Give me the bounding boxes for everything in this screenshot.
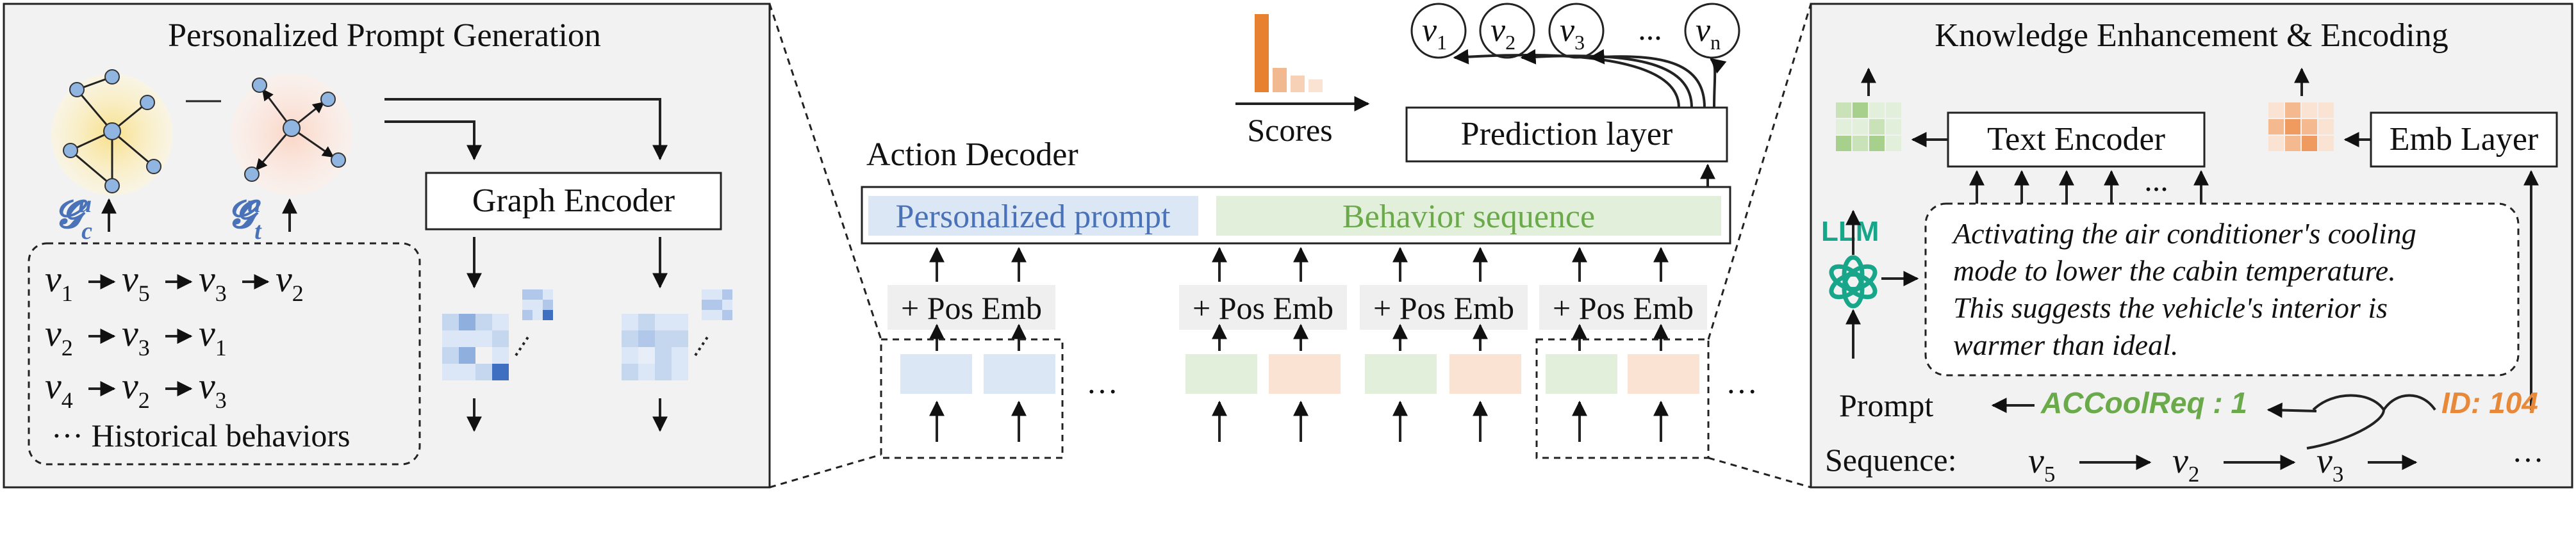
pos-emb-label: + Pos Emb [901, 290, 1042, 326]
output-node: vn [1684, 3, 1740, 59]
history-node: v1 [199, 313, 227, 361]
sequence-label: Sequence: [1825, 442, 1956, 478]
history-node: v1 [45, 258, 73, 306]
sequence-node: v5 [2028, 441, 2055, 487]
pos-emb-box [1360, 285, 1528, 330]
graph-t-icon [231, 74, 352, 195]
pos-emb-box [1179, 285, 1347, 330]
prediction-layer-box [1405, 106, 1728, 163]
output-node: ... [1638, 11, 1662, 47]
graph-encoder-box [425, 172, 722, 231]
right-panel: Knowledge Enhancement & Encoding Text En… [1810, 3, 2573, 489]
history-node: v4 [45, 365, 73, 413]
pos-emb-box [1539, 285, 1707, 330]
right-panel-title: Knowledge Enhancement & Encoding [1935, 17, 2448, 54]
scores-label: Scores [1247, 112, 1332, 148]
text-encoder-label: Text Encoder [1987, 121, 2165, 158]
personalized-prompt-label: Personalized prompt [896, 199, 1171, 235]
output-node: v1 [1410, 3, 1467, 59]
pos-emb-label: + Pos Emb [1553, 290, 1694, 326]
graph-t-label: 𝓖tu [227, 191, 262, 245]
text-encoder-box [1947, 111, 2206, 168]
positional-embeddings: + Pos Emb + Pos Emb + Pos Emb + Pos Emb [888, 285, 1707, 330]
prediction-layer-label: Prediction layer [1461, 116, 1673, 152]
history-node: v2 [122, 365, 150, 413]
ellipsis-1: ··· [1086, 373, 1118, 409]
action-decoder-title: Action Decoder [866, 136, 1078, 173]
historical-behaviors-box [28, 242, 421, 466]
prompt-label: Prompt [1839, 387, 1933, 423]
historical-behaviors-label: ··· Historical behaviors [51, 418, 351, 453]
emb-layer-label: Emb Layer [2390, 121, 2538, 158]
llm-output-line: warmer than ideal. [1953, 329, 2178, 361]
graph-embedding-matrix-1 [442, 289, 553, 380]
sequence-tokens-group [1535, 338, 1710, 459]
pos-emb-label: + Pos Emb [1193, 290, 1333, 326]
ac-cool-req-label: ACCoolReq : 1 [2040, 386, 2247, 419]
output-node: v2 [1479, 3, 1535, 59]
output-ellipsis: ... [1638, 11, 1662, 47]
left-panel-title: Personalized Prompt Generation [168, 17, 601, 54]
output-node-label: v1 [1422, 12, 1447, 54]
llm-output-line: Activating the air conditioner's cooling [1951, 217, 2416, 250]
output-node-label: v2 [1490, 12, 1515, 54]
left-panel: Personalized Prompt Generation [3, 3, 882, 489]
encoder-input-ellipsis: ... [2144, 162, 2168, 198]
llm-output-text: Activating the air conditioner's cooling… [1951, 217, 2416, 361]
graph-encoder-label: Graph Encoder [472, 183, 675, 219]
output-node: v3 [1548, 3, 1605, 59]
id-label: ID: 104 [2441, 386, 2538, 419]
emb-layer-box [2370, 111, 2558, 168]
history-node: v3 [122, 313, 150, 361]
behavior-sequence-segment [1216, 196, 1721, 236]
scores-bars [1255, 14, 1323, 92]
text-embedding-matrix [1836, 102, 1901, 151]
pos-emb-box [888, 285, 1055, 330]
graph-c-label: 𝓖cu [54, 191, 92, 245]
graph-c-icon [51, 69, 173, 195]
behavior-sequence-label: Behavior sequence [1342, 199, 1595, 235]
llm-output-line: This suggests the vehicle's interior is [1953, 291, 2388, 324]
output-node-label: v3 [1560, 12, 1585, 54]
llm-output-box [1924, 202, 2520, 377]
openai-logo-icon [1829, 255, 1878, 309]
history-node: v3 [199, 365, 227, 413]
sequence-ellipsis: ··· [2512, 442, 2544, 478]
graph-embedding-matrix-2 [622, 289, 732, 380]
personalized-prompt-segment [868, 196, 1198, 236]
history-node: v2 [276, 258, 304, 306]
history-node: v5 [122, 258, 150, 306]
output-nodes: v1 v2 v3... vn [1410, 3, 1740, 59]
token-cells [900, 354, 1699, 394]
history-node: v2 [45, 313, 73, 361]
sequence-node: v2 [2172, 441, 2199, 487]
llm-output-line: mode to lower the cabin temperature. [1953, 254, 2396, 287]
output-node-label: vn [1696, 12, 1721, 54]
pos-emb-label: + Pos Emb [1373, 290, 1514, 326]
history-node: v3 [199, 258, 227, 306]
sequence-node: v3 [2316, 441, 2343, 487]
prompt-tokens-group [880, 338, 1064, 459]
ellipsis-2: ··· [1726, 373, 1758, 409]
decoder-input-arrows [929, 247, 1669, 282]
center-panel: Scores v1 v2 v3... vn Prediction layer Acti… [861, 3, 1812, 489]
id-embedding-matrix [2268, 102, 2334, 151]
llm-label: LLM [1821, 216, 1879, 247]
sequence-row: v5 v2 v3 ··· [2028, 441, 2544, 487]
